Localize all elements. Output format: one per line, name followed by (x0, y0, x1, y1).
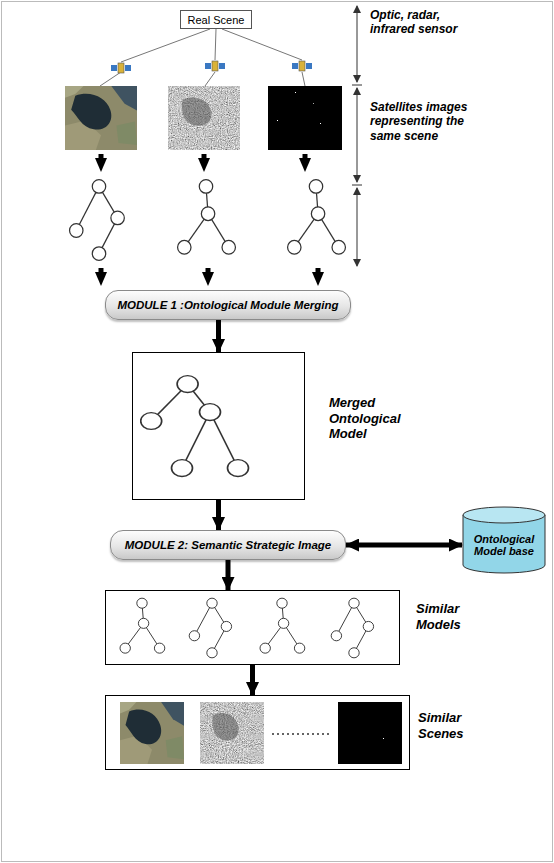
flow-arrow (218, 500, 219, 530)
models-frame: Similar Models (105, 590, 400, 665)
flow-arrow (228, 560, 229, 590)
arrow-line (226, 560, 231, 590)
node-label: Ontological Model base (466, 523, 542, 557)
scene-box: Real Scene (180, 10, 252, 29)
arrow-line (250, 665, 255, 695)
node-label: Real Scene (188, 14, 245, 26)
arrow-line (216, 320, 221, 352)
model-frame: Merged Ontological Model (132, 352, 305, 500)
node-label: MODULE 2: Semantic Strategic Image (125, 539, 331, 551)
arrow-line (346, 543, 462, 548)
node-label: MODULE 1 :Ontological Module Merging (117, 299, 338, 311)
arrow-line (216, 500, 221, 530)
flow-arrow (346, 545, 462, 546)
flow-arrow (252, 665, 253, 695)
module-band: MODULE 2: Semantic Strategic Image (110, 530, 346, 560)
scenes-frame: Similar Scenes (105, 695, 410, 770)
side-label: Similar Scenes (418, 710, 490, 741)
side-label: Merged Ontological Model (329, 395, 429, 442)
side-label: Similar Models (416, 601, 488, 632)
database-cylinder: Ontological Model base (462, 506, 546, 574)
images-note: Satellites images representing the same … (370, 100, 482, 143)
flow-arrow (218, 320, 219, 352)
module-band: MODULE 1 :Ontological Module Merging (105, 290, 351, 320)
sensor-note: Optic, radar, infrared sensor (370, 8, 482, 37)
